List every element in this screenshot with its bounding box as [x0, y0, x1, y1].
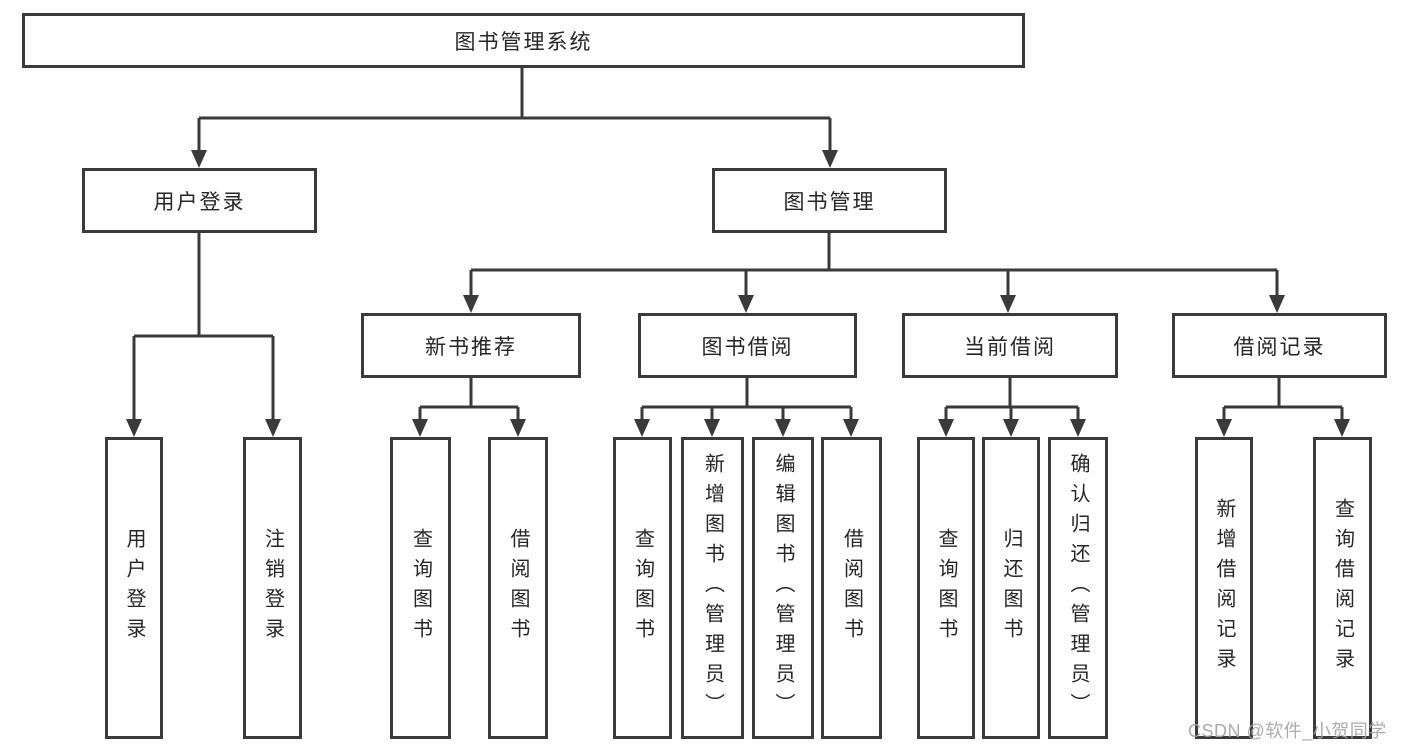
- node-book-management: 图书管理: [712, 168, 947, 233]
- node-current-borrow-label: 当前借阅: [964, 335, 1056, 359]
- node-user-login: 用户登录: [82, 168, 317, 233]
- node-book-management-label: 图书管理: [783, 190, 876, 214]
- edge-user-login-to-leaves: [126, 233, 281, 437]
- leaf-borrow-books: 借阅图书: [821, 437, 882, 739]
- leaf-add-books-admin-label: 新增图书（管理员）: [701, 453, 724, 723]
- leaf-return-books: 归还图书: [982, 437, 1040, 739]
- leaf-add-borrow-record: 新增借阅记录: [1195, 437, 1253, 739]
- csdn-watermark: CSDN @软件_小贺同学: [1188, 721, 1387, 741]
- node-book-borrow: 图书借阅: [638, 313, 857, 378]
- leaf-confirm-return-admin-label: 确认归还（管理员）: [1067, 453, 1089, 723]
- node-book-borrow-label: 图书借阅: [701, 335, 794, 359]
- leaf-recommend-query-books: 查询图书: [390, 437, 451, 739]
- leaf-user-login-label: 用户登录: [123, 528, 145, 648]
- leaf-query-borrow-record: 查询借阅记录: [1313, 437, 1372, 739]
- node-borrow-record-label: 借阅记录: [1233, 335, 1326, 359]
- leaf-borrow-books-label: 借阅图书: [840, 528, 863, 648]
- leaf-recommend-borrow-books-label: 借阅图书: [507, 528, 529, 648]
- edge-root-to-level1: [191, 68, 838, 168]
- node-new-book-recommend-label: 新书推荐: [425, 335, 517, 359]
- leaf-return-books-label: 归还图书: [1000, 528, 1022, 648]
- leaf-recommend-query-books-label: 查询图书: [409, 528, 432, 648]
- node-root-label: 图书管理系统: [454, 30, 593, 54]
- leaf-logout-label: 注销登录: [261, 528, 284, 648]
- node-borrow-record: 借阅记录: [1172, 313, 1387, 378]
- node-user-login-label: 用户登录: [153, 190, 246, 214]
- leaf-add-borrow-record-label: 新增借阅记录: [1213, 498, 1235, 678]
- leaf-current-query-books: 查询图书: [917, 437, 975, 739]
- leaf-logout: 注销登录: [243, 437, 302, 739]
- leaf-confirm-return-admin: 确认归还（管理员）: [1048, 437, 1108, 739]
- node-current-borrow: 当前借阅: [902, 313, 1118, 378]
- edge-current-borrow-to-leaves: [938, 378, 1086, 437]
- leaf-edit-books-admin: 编辑图书（管理员）: [752, 437, 814, 739]
- edge-book-management-to-level2: [463, 233, 1285, 313]
- leaf-query-borrow-record-label: 查询借阅记录: [1331, 498, 1354, 678]
- leaf-edit-books-admin-label: 编辑图书（管理员）: [772, 453, 794, 723]
- leaf-user-login: 用户登录: [105, 437, 163, 739]
- node-root-system: 图书管理系统: [22, 13, 1025, 68]
- leaf-add-books-admin: 新增图书（管理员）: [681, 437, 744, 739]
- node-new-book-recommend: 新书推荐: [361, 313, 581, 378]
- leaf-recommend-borrow-books: 借阅图书: [488, 437, 548, 739]
- edge-book-borrow-to-leaves: [634, 378, 859, 437]
- edge-borrow-record-to-leaves: [1216, 378, 1350, 437]
- edge-new-book-recommend-to-leaves: [412, 378, 526, 437]
- leaf-borrow-query-books: 查询图书: [613, 437, 672, 739]
- leaf-borrow-query-books-label: 查询图书: [631, 528, 654, 648]
- leaf-current-query-books-label: 查询图书: [935, 528, 957, 648]
